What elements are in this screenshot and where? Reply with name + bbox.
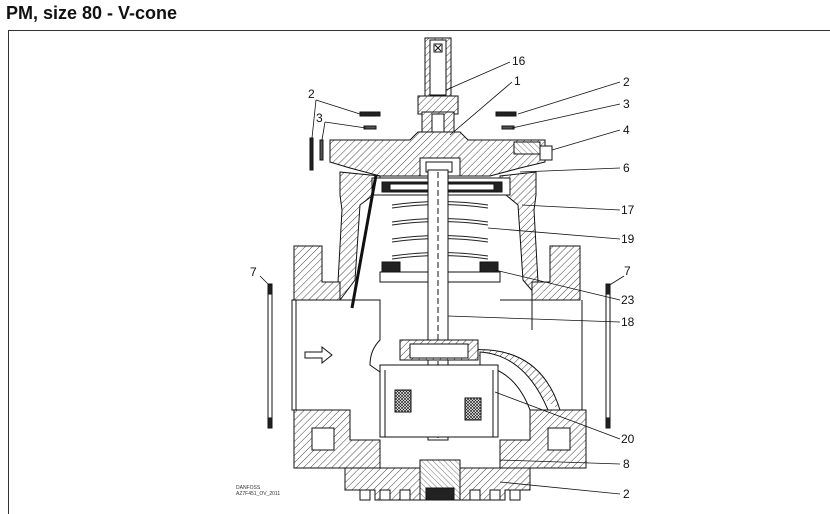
side-nut [539, 145, 553, 161]
drawing-stamp: DANFOSS AZ7F451_OV_2011 [236, 485, 280, 497]
callout-3-left: 3 [316, 111, 323, 125]
callout-20: 20 [621, 432, 635, 446]
callout-2-bottom: 2 [623, 487, 630, 501]
callout-4: 4 [623, 123, 630, 137]
leader-lines [259, 61, 625, 495]
callout-16: 16 [512, 54, 526, 68]
flow-arrow [304, 345, 333, 365]
callout-18: 18 [621, 315, 635, 329]
callout-6: 6 [623, 161, 630, 175]
stamp-brand: DANFOSS [236, 485, 261, 491]
top-cover [329, 131, 546, 177]
valve-body-left-flange [293, 245, 341, 301]
callout-3-right: 3 [623, 97, 630, 111]
callout-7-right: 7 [624, 264, 631, 278]
callout-2-left: 2 [308, 87, 315, 101]
drawing-frame [8, 30, 830, 514]
callout-1: 1 [514, 74, 521, 88]
page-title: PM, size 80 - V-cone [6, 3, 178, 23]
callout-23: 23 [621, 293, 635, 307]
stamp-code: AZ7F451_OV_2011 [236, 491, 281, 497]
callout-19: 19 [621, 232, 635, 246]
callout-8: 8 [623, 457, 630, 471]
callout-2-right: 2 [623, 75, 630, 89]
callout-7-left: 7 [250, 265, 257, 279]
callout-17: 17 [621, 203, 635, 217]
